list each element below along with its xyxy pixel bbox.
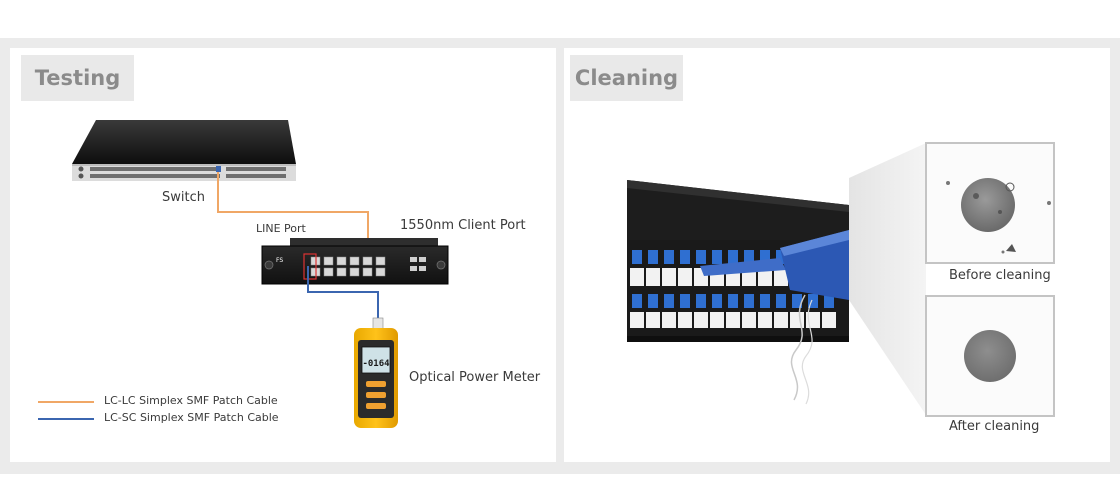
cleaning-photo	[627, 142, 849, 417]
legend-label: LC-SC Simplex SMF Patch Cable	[104, 411, 279, 424]
after-cleaning-image	[925, 295, 1055, 417]
lc-lc-cable	[217, 172, 369, 258]
section-title-testing: Testing	[21, 55, 134, 101]
mux-device: FS	[261, 238, 449, 285]
power-meter-label: Optical Power Meter	[409, 370, 541, 385]
lc-sc-cable	[307, 266, 379, 332]
line-port-label: LINE Port	[256, 222, 306, 235]
legend-swatch-orange	[38, 401, 94, 403]
zoom-beam	[849, 143, 926, 415]
switch-label: Switch	[162, 190, 205, 205]
meter-display: -0164	[362, 359, 390, 369]
network-switch	[72, 120, 296, 181]
before-cleaning-label: Before cleaning	[949, 268, 1051, 283]
legend-swatch-blue	[38, 418, 94, 420]
after-cleaning-label: After cleaning	[949, 419, 1040, 434]
client-port-label: 1550nm Client Port	[400, 218, 526, 233]
optical-power-meter: -0164	[354, 317, 398, 428]
before-cleaning-image	[925, 142, 1055, 264]
legend-label: LC-LC Simplex SMF Patch Cable	[104, 394, 278, 407]
section-title-cleaning: Cleaning	[570, 55, 683, 101]
device-logo: FS	[276, 257, 283, 264]
